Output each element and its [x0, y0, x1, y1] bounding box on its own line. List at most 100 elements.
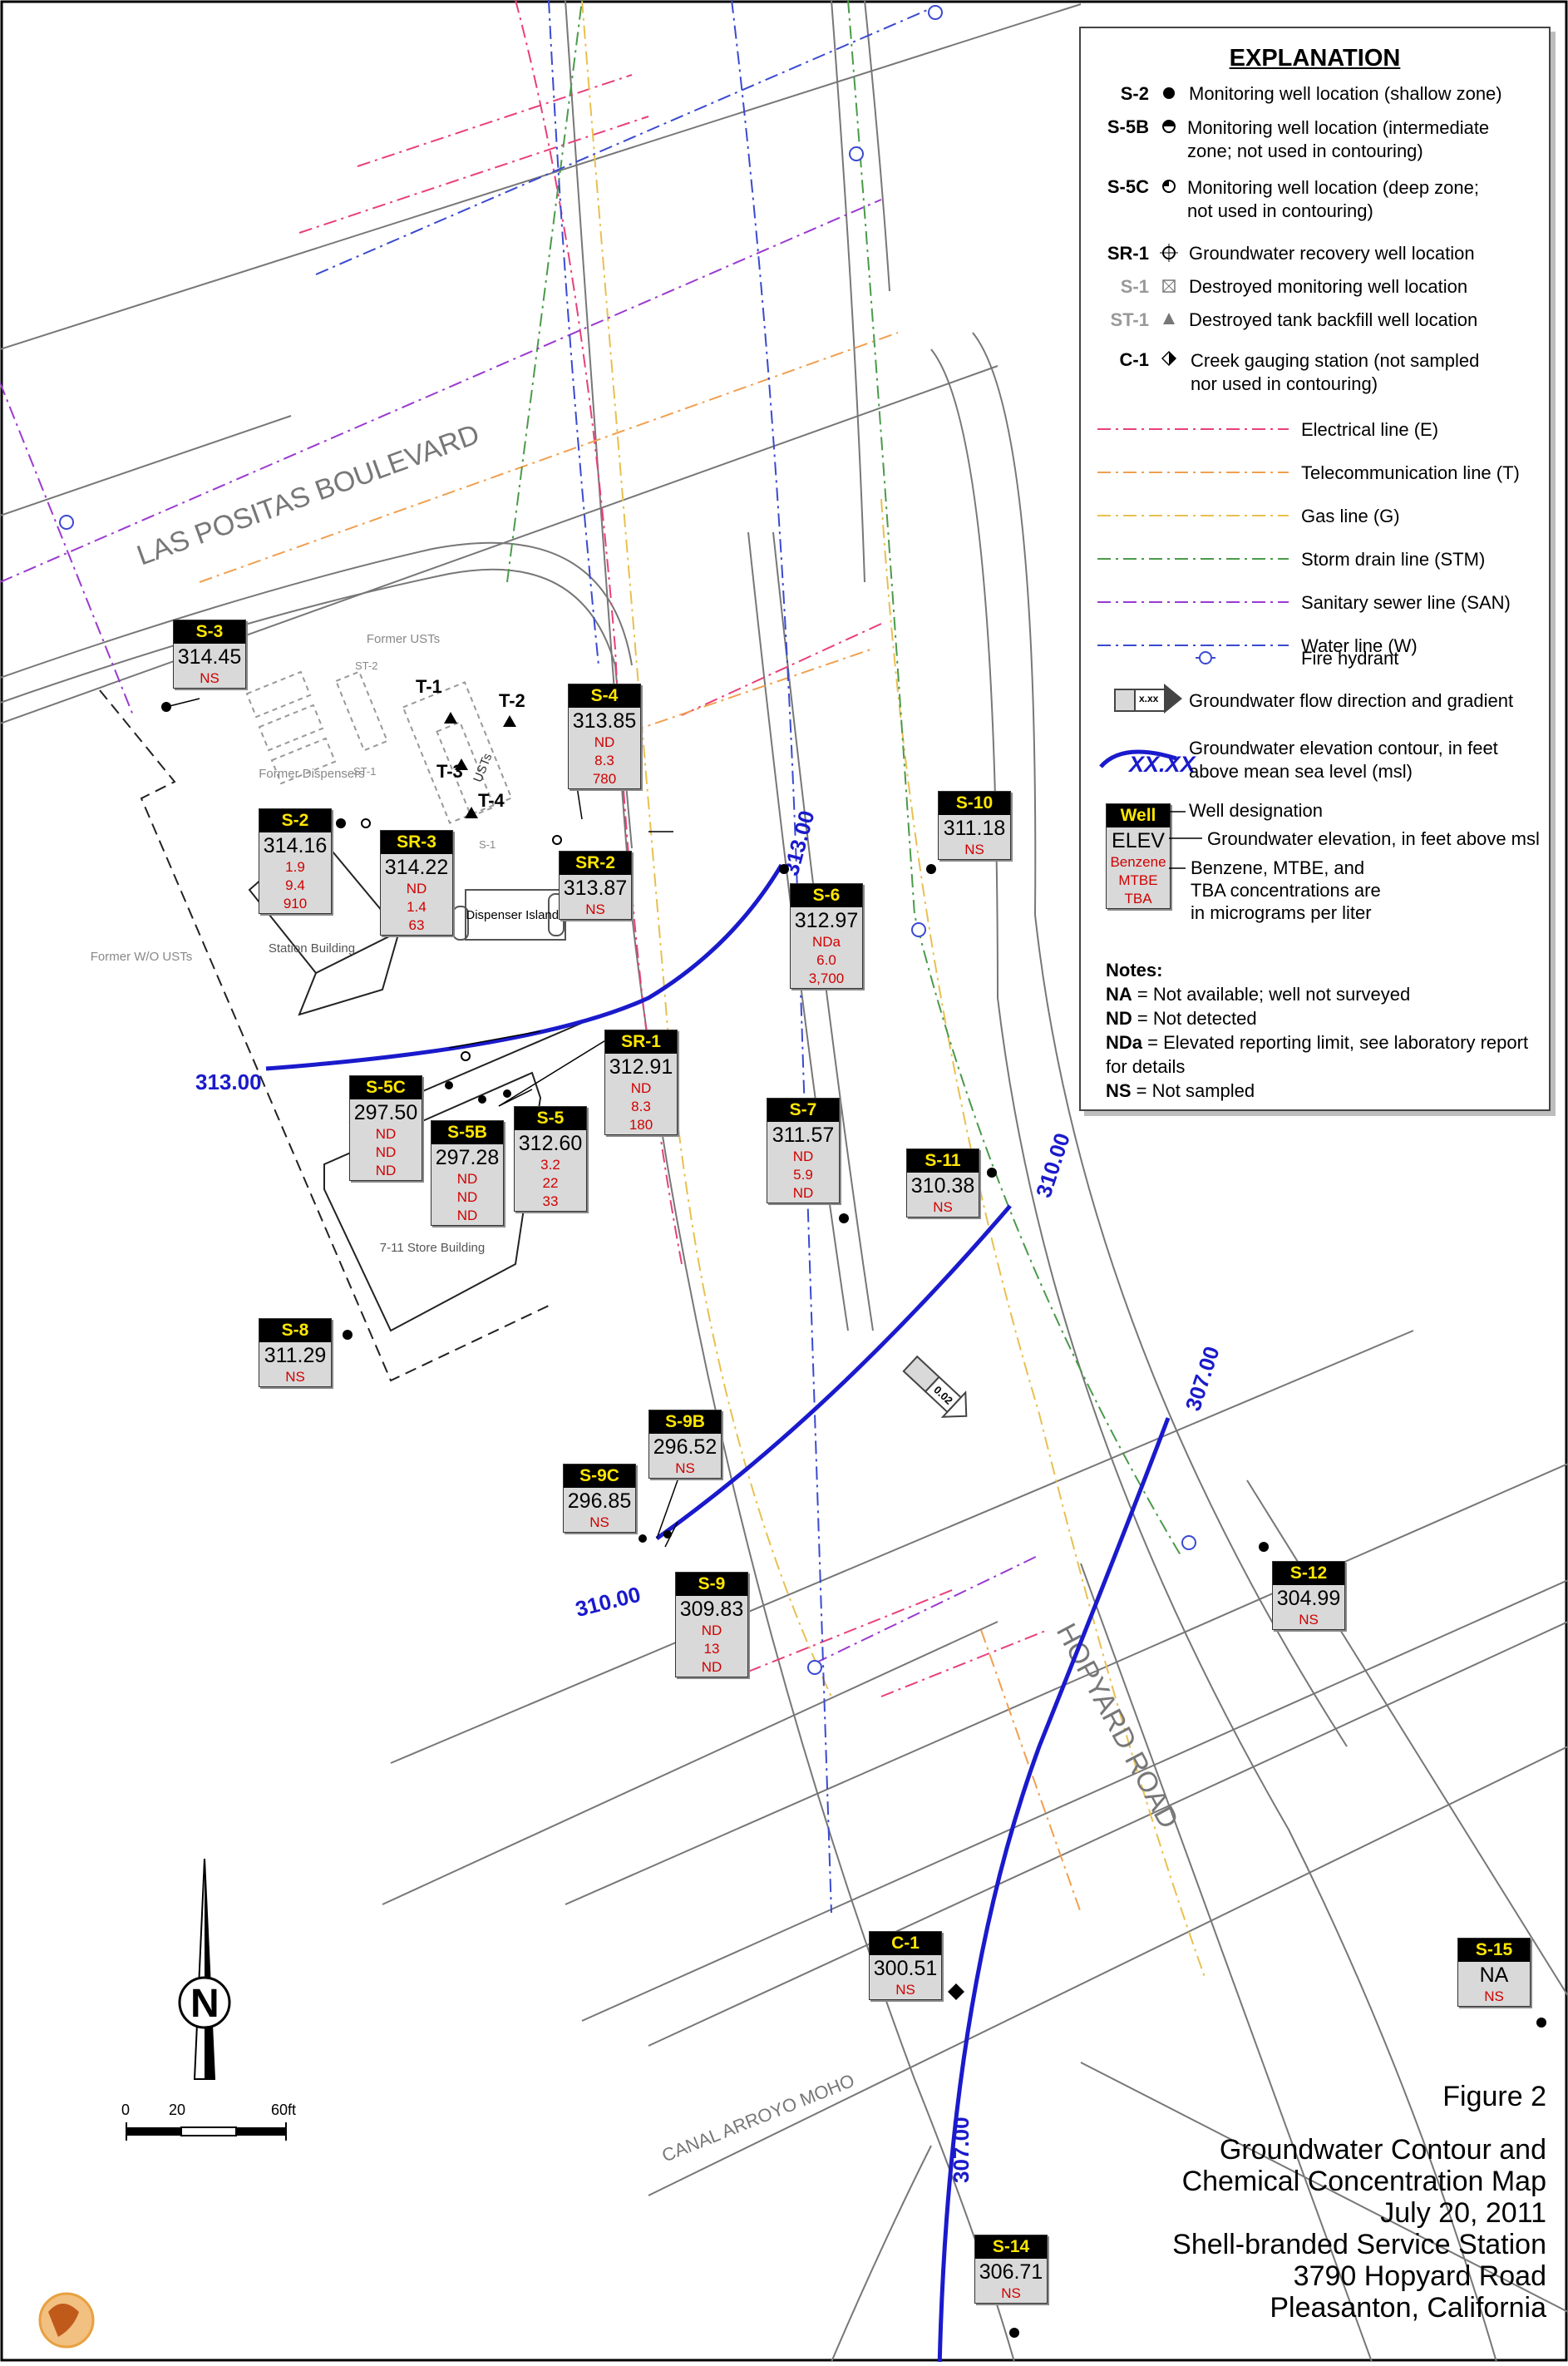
well-concentration: NDa — [811, 934, 841, 950]
well-concentration: ND — [375, 1144, 397, 1160]
hopyard-road-label: HOPYARD ROAD — [1050, 1618, 1185, 1834]
well-concentration: NS — [285, 1369, 305, 1385]
scale-label-60: 60ft — [271, 2102, 296, 2118]
figure-title-line-5: 3790 Hopyard Road — [1293, 2260, 1546, 2292]
well-id: SR-1 — [605, 1030, 677, 1054]
water-lines — [315, 0, 932, 1914]
well-concentration: 910 — [283, 896, 308, 911]
well-elevation: 311.29 — [264, 1344, 327, 1367]
legend-key-s1: S-1 — [1120, 276, 1149, 297]
north-letter: N — [190, 1982, 219, 2026]
former-usts-label: Former USTs — [367, 632, 440, 646]
well-id: S-15 — [1458, 1939, 1530, 1962]
well-id: S-5 — [515, 1107, 586, 1130]
well-concentration: 22 — [542, 1175, 559, 1191]
legend-title: EXPLANATION — [1229, 45, 1401, 72]
well-id: S-14 — [975, 2235, 1047, 2259]
note-na-key: NA — [1106, 984, 1132, 1005]
contour-label-310-east: 310.00 — [1031, 1130, 1075, 1201]
note-ns-key: NS — [1106, 1080, 1132, 1101]
well-concentration: 1.9 — [285, 859, 305, 875]
legend-sample-box: Well ELEV Benzene MTBE TBA — [1106, 803, 1171, 909]
note-nda: NDa = Elevated reporting limit, see labo… — [1106, 1030, 1538, 1079]
figure-title-line-4: Shell-branded Service Station — [1172, 2229, 1546, 2260]
well-concentration: 8.3 — [631, 1099, 651, 1114]
legend-contour-sample — [1099, 749, 1177, 768]
well-elevation: 297.28 — [435, 1146, 500, 1169]
figure-title-line-6: Pleasanton, California — [1270, 2292, 1546, 2324]
figure-number: Figure 2 — [1442, 2081, 1546, 2112]
las-positas-boulevard — [0, 3, 1082, 849]
well-id: S-5B — [431, 1121, 503, 1144]
well-elevation: 314.45 — [177, 645, 242, 669]
legend-line-label-3: Storm drain line (STM) — [1301, 549, 1486, 570]
legend-text-elevation: Groundwater elevation, in feet above msl — [1207, 828, 1540, 849]
well-concentration: ND — [701, 1659, 722, 1675]
legend-box-tba: TBA — [1124, 891, 1152, 906]
half-circle-icon — [1162, 120, 1176, 133]
well-concentration: 780 — [592, 771, 617, 787]
quarter-circle-icon — [1162, 180, 1176, 193]
legend-key-s2: S-2 — [1120, 83, 1149, 104]
legend-text-creek: Creek gauging station (not sampled nor u… — [1191, 350, 1480, 394]
destroyed-well-st2-label: ST-2 — [355, 659, 377, 672]
well-id: S-10 — [939, 792, 1010, 815]
well-concentration: ND — [406, 881, 427, 897]
well-elevation: 313.87 — [563, 877, 628, 900]
leader-lines — [165, 698, 678, 1548]
legend-box-elev: ELEV — [1112, 829, 1165, 852]
well-concentration: 8.3 — [594, 753, 614, 768]
well-id: S-2 — [259, 809, 331, 832]
filled-circle-icon — [1163, 87, 1175, 99]
legend-text-deep: Monitoring well location (deep zone; not… — [1187, 177, 1479, 221]
well-elevation: 311.18 — [943, 817, 1006, 840]
well-concentration: ND — [456, 1208, 478, 1223]
well-id: S-12 — [1273, 1562, 1344, 1585]
well-concentration: ND — [594, 734, 615, 750]
well-id: S-5C — [350, 1076, 422, 1099]
tank-well-triangles — [444, 712, 516, 818]
well-concentration: NS — [933, 1199, 953, 1215]
legend-text-recovery: Groundwater recovery well location — [1189, 243, 1475, 264]
note-nd-key: ND — [1106, 1008, 1132, 1029]
store-building-label: 7-11 Store Building — [380, 1241, 485, 1255]
legend-text-destroyed-mw: Destroyed monitoring well location — [1189, 276, 1468, 297]
legend-box-mtbe: MTBE — [1118, 872, 1158, 888]
former-dispensers — [245, 670, 513, 824]
canal-arroyo-moho-label: CANAL ARROYO MOHO — [659, 2070, 858, 2166]
legend-line-label-1: Telecommunication line (T) — [1301, 462, 1520, 483]
well-id: SR-2 — [560, 852, 631, 875]
well-concentration: 180 — [629, 1117, 653, 1133]
well-concentration: ND — [701, 1623, 722, 1638]
scale-bar — [126, 2122, 287, 2141]
legend-text-contour: Groundwater elevation contour, in feet a… — [1189, 738, 1498, 782]
well-elevation: NA — [1479, 1963, 1509, 1987]
well-concentration: NS — [589, 1514, 609, 1530]
well-concentration: ND — [456, 1189, 478, 1205]
well-elevation: 312.97 — [794, 909, 859, 932]
usts-label: USTs — [471, 752, 495, 785]
x-box-icon — [1162, 279, 1176, 293]
legend-box-benzene: Benzene — [1110, 854, 1166, 870]
note-ns-text: = Not sampled — [1131, 1080, 1255, 1101]
well-concentration: ND — [456, 1171, 478, 1187]
well-id: C-1 — [870, 1932, 941, 1955]
note-nda-text: = Elevated reporting limit, see laborato… — [1106, 1032, 1529, 1077]
legend-key-c1: C-1 — [1119, 349, 1149, 370]
triangle-icon — [1163, 313, 1175, 324]
legend-line-label-4: Sanitary sewer line (SAN) — [1301, 592, 1511, 613]
well-elevation: 314.16 — [263, 834, 328, 857]
